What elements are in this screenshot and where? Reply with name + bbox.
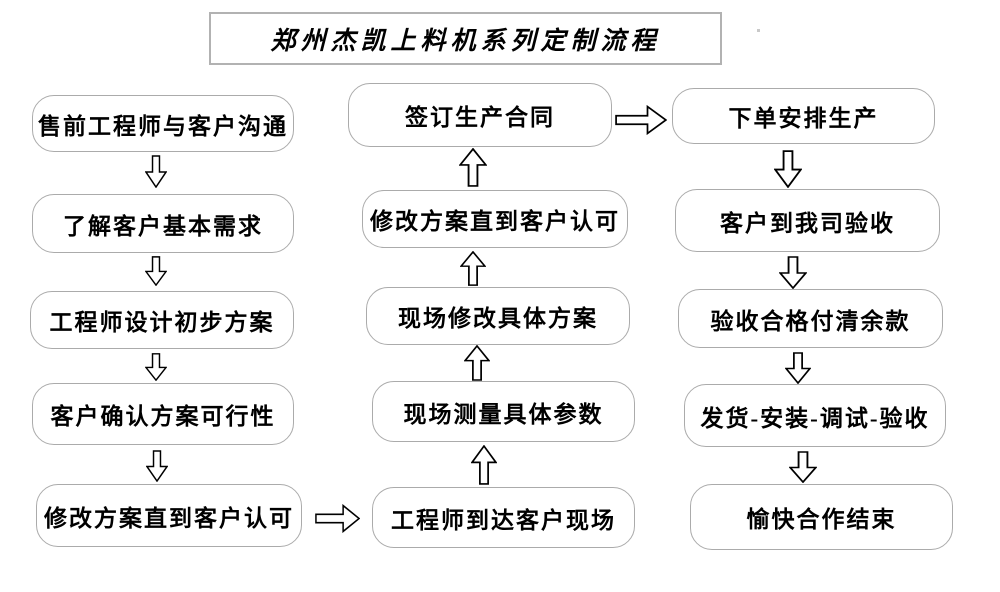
node-label: 现场测量具体参数: [403, 401, 604, 427]
stray-mark: [757, 29, 760, 32]
node-onsite-modify-plan: 现场修改具体方案: [366, 287, 630, 345]
node-onsite-measure-params: 现场测量具体参数: [372, 381, 635, 442]
node-label: 修改方案直到客户认可: [44, 505, 294, 531]
node-confirm-feasibility: 客户确认方案可行性: [32, 383, 294, 445]
node-happy-cooperation-end: 愉快合作结束: [690, 484, 953, 550]
down-arrow-icon: [774, 150, 802, 188]
up-arrow-icon: [464, 345, 490, 381]
node-label: 了解客户基本需求: [63, 213, 263, 239]
node-delivery-install-debug-accept: 发货-安装-调试-验收: [684, 384, 946, 447]
node-customer-acceptance: 客户到我司验收: [675, 189, 940, 252]
node-engineer-arrive-site: 工程师到达客户现场: [372, 487, 635, 548]
node-label: 客户确认方案可行性: [50, 404, 276, 429]
down-arrow-icon: [146, 450, 168, 482]
node-label: 客户到我司验收: [720, 210, 895, 236]
up-arrow-icon: [459, 148, 487, 187]
node-label: 发货-安装-调试-验收: [700, 405, 930, 431]
node-initial-design: 工程师设计初步方案: [30, 291, 294, 349]
node-order-production: 下单安排生产: [672, 88, 935, 144]
node-label: 签订生产合同: [405, 105, 555, 130]
node-label: 验收合格付清余款: [710, 308, 911, 334]
node-revise-until-approved-middle: 修改方案直到客户认可: [362, 190, 628, 248]
page-title: 郑州杰凯上料机系列定制流程: [270, 27, 661, 55]
down-arrow-icon: [785, 352, 811, 384]
node-label: 售前工程师与客户沟通: [38, 113, 288, 139]
node-understand-needs: 了解客户基本需求: [32, 194, 294, 253]
node-label: 下单安排生产: [728, 106, 879, 131]
node-label: 愉快合作结束: [746, 507, 897, 532]
node-label: 工程师设计初步方案: [49, 310, 275, 335]
down-arrow-icon: [145, 155, 167, 188]
node-label: 工程师到达客户现场: [391, 507, 616, 533]
node-pay-balance: 验收合格付清余款: [678, 289, 943, 348]
up-arrow-icon: [471, 445, 497, 485]
node-label: 修改方案直到客户认可: [370, 209, 620, 234]
down-arrow-icon: [789, 451, 817, 483]
node-revise-until-approved-left: 修改方案直到客户认可: [36, 484, 302, 547]
node-sign-contract: 签订生产合同: [348, 83, 612, 147]
right-arrow-icon: [615, 105, 667, 135]
down-arrow-icon: [779, 256, 807, 289]
node-label: 现场修改具体方案: [398, 306, 598, 331]
down-arrow-icon: [145, 256, 167, 286]
up-arrow-icon: [460, 251, 486, 286]
down-arrow-icon: [145, 353, 167, 381]
flowchart-title-box: 郑州杰凯上料机系列定制流程: [209, 12, 722, 65]
node-presale-communication: 售前工程师与客户沟通: [32, 95, 294, 152]
right-arrow-icon: [315, 504, 360, 533]
